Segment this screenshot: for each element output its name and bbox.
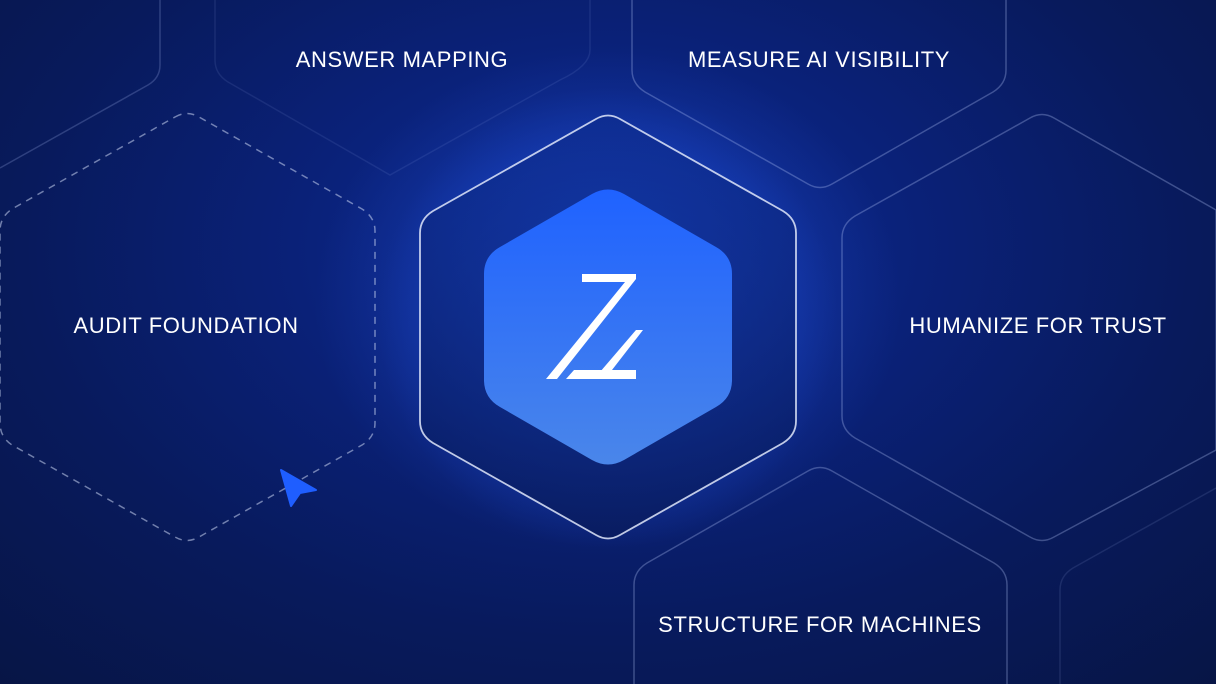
hexagon-measure-ai-visibility bbox=[631, 0, 1007, 189]
label-humanize-for-trust: HUMANIZE FOR TRUST bbox=[909, 313, 1167, 338]
z-logo-icon bbox=[546, 274, 643, 379]
label-audit-foundation: AUDIT FOUNDATION bbox=[73, 313, 299, 338]
label-structure-for-machines: STRUCTURE FOR MACHINES bbox=[658, 612, 982, 637]
background-hexagon-top-left bbox=[0, 0, 161, 169]
background-hexagon-bottom-right bbox=[1059, 487, 1216, 684]
background-hexagon-answer-mapping bbox=[214, 0, 591, 176]
hexagon-humanize-for-trust bbox=[841, 113, 1216, 542]
hexagon-audit-foundation bbox=[0, 112, 376, 542]
center-hexagon-inner bbox=[484, 189, 732, 465]
label-answer-mapping: ANSWER MAPPING bbox=[295, 47, 509, 72]
hexagon-structure-for-machines bbox=[633, 466, 1008, 684]
label-measure-ai-visibility: MEASURE AI VISIBILITY bbox=[687, 47, 951, 72]
cursor-icon bbox=[280, 469, 317, 507]
